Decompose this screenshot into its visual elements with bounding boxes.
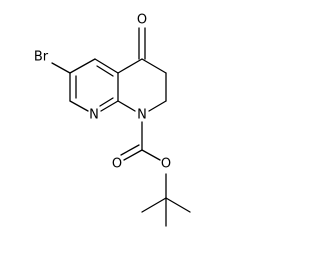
bond [69,100,89,112]
bromine-label: Br [34,50,49,65]
bond [69,58,96,74]
bond [94,58,119,74]
bond-lines [51,27,191,227]
bond [141,58,167,74]
molecule-structure-diagram: O Br N N O O [34,13,191,227]
carbonyl-oxygen-label: O [112,157,122,172]
atom-labels: O Br N N O O [34,13,171,172]
bond [51,62,71,74]
bond [96,65,114,77]
bond [141,197,167,213]
bond [141,149,161,161]
ester-oxygen-label: O [161,157,171,172]
bond [123,149,143,161]
pyridine-nitrogen-label: N [89,108,99,123]
ring-nitrogen-label: N [137,108,147,123]
bond [117,58,143,74]
bond [165,197,191,213]
bond [100,100,119,112]
ketone-oxygen-label: O [137,13,147,28]
bond [99,97,114,107]
bond [120,144,140,156]
bond [148,100,167,112]
bond [117,100,136,112]
